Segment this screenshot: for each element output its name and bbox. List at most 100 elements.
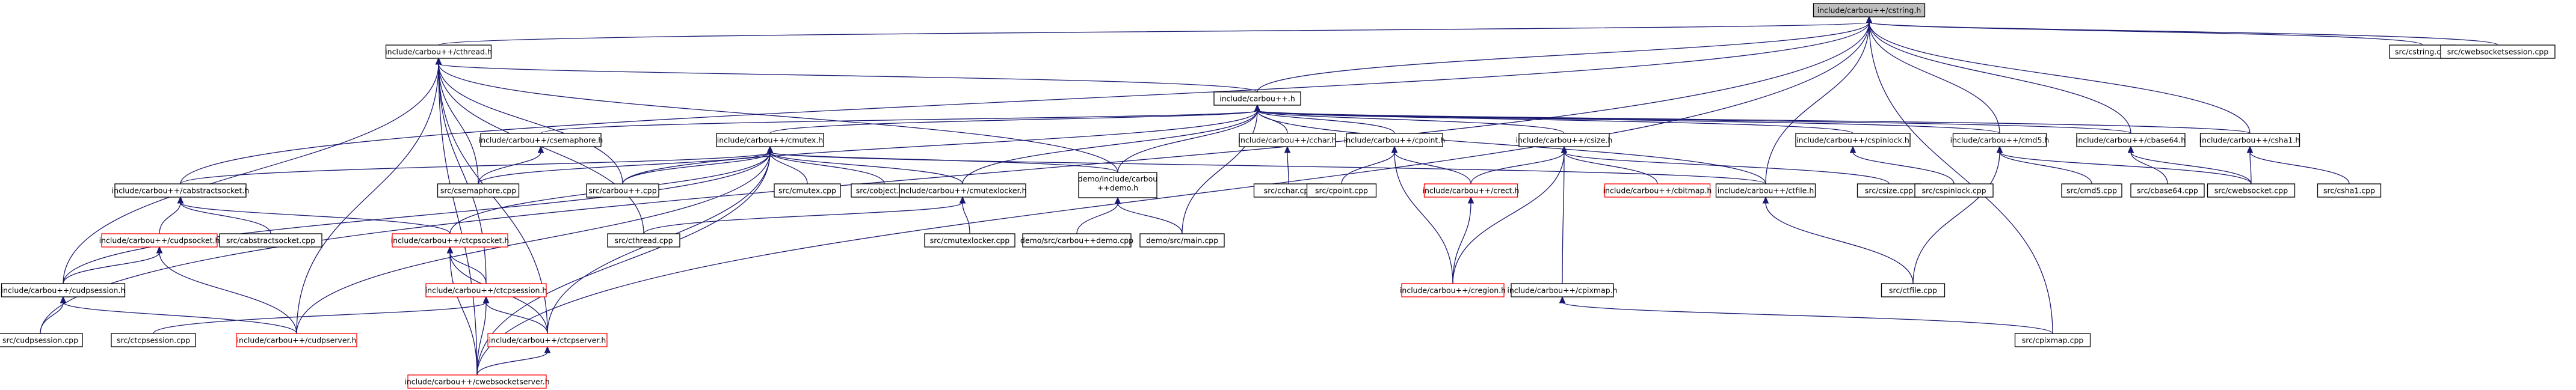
edge-cstring-cpp-to-cstring-h <box>1869 22 2423 46</box>
graph-node-cudpsocket-h[interactable]: include/carbou++/cudpsocket.h <box>99 233 220 248</box>
edge-carbou-cpp-to-cmutex-h <box>622 151 771 184</box>
edge-cudpsession-cpp-to-cudpsession-h <box>40 302 64 334</box>
edge-ctfile-cpp-to-ctfile-h <box>1765 202 1914 284</box>
edge-cchar-cpp-to-cchar-h <box>1287 151 1289 184</box>
graph-node-csemaphore-h[interactable]: include/carbou++/csemaphore.h <box>479 133 603 147</box>
graph-node-csize-cpp[interactable]: src/csize.cpp <box>1857 183 1921 198</box>
graph-node-cthread-h[interactable]: include/carbou++/cthread.h <box>385 44 492 59</box>
graph-node-cwebsocket-cpp[interactable]: src/cwebsocket.cpp <box>2207 183 2296 198</box>
graph-node-cthread-cpp[interactable]: src/cthread.cpp <box>607 233 680 248</box>
graph-node-demo-cpp[interactable]: demo/src/carbou++demo.cpp <box>1020 233 1133 248</box>
edge-demo-main-cpp-to-carbou-h <box>1182 110 1258 234</box>
node-box <box>1604 183 1711 198</box>
node-box <box>425 283 547 297</box>
graph-node-ctcpsocket-h[interactable]: include/carbou++/ctcpsocket.h <box>391 233 510 248</box>
graph-node-cbase64-h[interactable]: include/carbou++/cbase64.h <box>2076 133 2186 147</box>
graph-node-cpixmap-cpp[interactable]: src/cpixmap.cpp <box>2014 333 2091 347</box>
graph-node-cudpserver-h[interactable]: include/carbou++/cudpserver.h <box>236 333 357 347</box>
node-box <box>774 183 841 198</box>
edge-cmutex-h-to-carbou-h <box>769 110 1258 134</box>
graph-node-cpixmap-h[interactable]: include/carbou++/cpixmap.h <box>1507 283 1618 297</box>
edge-cmutexlocker-h-to-carbou-h <box>962 110 1258 184</box>
node-label: include/carbou++/csemaphore.h <box>479 136 603 145</box>
edge-ctfile-cpp-to-cmd5-h <box>1912 151 2000 284</box>
graph-node-cspinlock-h[interactable]: include/carbou++/cspinlock.h <box>1795 133 1911 147</box>
graph-node-cwebsocketsession-cpp[interactable]: src/cwebsocketsession.cpp <box>2440 44 2556 59</box>
node-label-line: demo/include/carbou <box>1078 174 1157 183</box>
graph-node-csha1-cpp[interactable]: src/csha1.cpp <box>2317 183 2382 198</box>
graph-node-csize-h[interactable]: include/carbou++/csize.h <box>1516 133 1613 147</box>
node-label: include/carbou++/cspinlock.h <box>1796 136 1909 145</box>
graph-node-cchar-h[interactable]: include/carbou++/cchar.h <box>1238 133 1337 147</box>
edge-cwebsocket-cpp-to-cmd5-h <box>1999 151 2252 184</box>
graph-node-csha1-h[interactable]: include/carbou++/csha1.h <box>2200 133 2300 147</box>
graph-node-cmd5-h[interactable]: include/carbou++/cmd5.h <box>1950 133 2050 147</box>
graph-node-ctcpsession-cpp[interactable]: src/ctcpsession.cpp <box>111 333 196 347</box>
graph-node-cwebsocketserver-h[interactable]: include/carbou++/cwebsocketserver.h <box>404 374 550 389</box>
graph-node-cmutex-cpp[interactable]: src/cmutex.cpp <box>774 183 841 198</box>
node-label: include/carbou++/cbitmap.h <box>1603 186 1712 195</box>
edge-cwebsocketserver-h-to-ctcpserver-h <box>476 352 548 376</box>
node-box <box>2076 133 2186 147</box>
graph-node-cpoint-h[interactable]: include/carbou++/cpoint.h <box>1344 133 1445 147</box>
node-label-line: ++demo.h <box>1097 183 1138 192</box>
graph-node-cbase64-cpp[interactable]: src/cbase64.cpp <box>2130 183 2205 198</box>
graph-node-cudpsession-cpp[interactable]: src/cudpsession.cpp <box>0 333 83 347</box>
graph-node-csemaphore-cpp[interactable]: src/csemaphore.cpp <box>437 183 520 198</box>
edge-cudpsession-h-to-cudpsocket-h <box>63 252 160 284</box>
edge-cwebsocket-cpp-to-cbase64-h <box>2130 151 2252 184</box>
node-box <box>2199 133 2300 147</box>
graph-node-cregion-h[interactable]: include/carbou++/cregion.h <box>1400 283 1506 297</box>
graph-node-carbou-h[interactable]: include/carbou++.h <box>1213 91 1301 106</box>
graph-node-cmd5-cpp[interactable]: src/cmd5.cpp <box>2061 183 2122 198</box>
node-label: include/carbou++.h <box>1219 94 1295 103</box>
edge-arrowhead <box>544 346 551 353</box>
graph-node-cchar-cpp[interactable]: src/cchar.cpp <box>1253 183 1324 198</box>
edge-arrowhead <box>959 196 966 204</box>
graph-node-cmutex-h[interactable]: include/carbou++/cmutex.h <box>716 133 824 147</box>
graph-node-cpoint-cpp[interactable]: src/cpoint.cpp <box>1306 183 1377 198</box>
graph-node-cmutexlocker-cpp[interactable]: src/cmutexlocker.cpp <box>924 233 1015 248</box>
node-label: include/carbou++/ctfile.h <box>1718 186 1814 195</box>
edge-cmd5-h-to-cstring-h <box>1869 22 2000 134</box>
node-label: src/ctcpsession.cpp <box>117 336 190 345</box>
node-label: src/carbou++.cpp <box>588 186 656 195</box>
edge-arrowhead <box>1559 296 1566 303</box>
edge-ctcpsession-h-to-ctcpsocket-h <box>449 252 487 284</box>
graph-node-cudpsession-h[interactable]: include/carbou++/cudpsession.h <box>1 283 126 297</box>
node-box <box>2061 183 2122 198</box>
edge-arrowhead <box>1467 196 1474 204</box>
graph-node-demo-h[interactable]: demo/include/carbou++demo.h <box>1078 172 1157 198</box>
node-label: include/carbou++/cbase64.h <box>2076 136 2186 145</box>
edge-ctcpsession-cpp-to-ctcpsession-h <box>153 302 487 334</box>
graph-node-cbitmap-h[interactable]: include/carbou++/cbitmap.h <box>1603 183 1712 198</box>
node-box <box>2440 44 2556 59</box>
edge-ctcpsocket-h-to-cabstractsocket-h <box>180 202 451 234</box>
node-label: src/cmutexlocker.cpp <box>930 236 1009 245</box>
graph-node-cabstractsocket-h[interactable]: include/carbou++/cabstractsocket.h <box>112 183 250 198</box>
graph-node-ctfile-cpp[interactable]: src/ctfile.cpp <box>1881 283 1946 297</box>
graph-node-crect-h[interactable]: include/carbou++/crect.h <box>1423 183 1520 198</box>
edge-csemaphore-cpp-to-csemaphore-h <box>478 151 541 184</box>
edge-arrowhead <box>482 296 490 303</box>
graph-node-ctcpsession-h[interactable]: include/carbou++/ctcpsession.h <box>425 283 547 297</box>
graph-node-cspinlock-cpp[interactable]: src/cspinlock.cpp <box>1914 183 1994 198</box>
graph-node-ctcpserver-h[interactable]: include/carbou++/ctcpserver.h <box>487 333 608 347</box>
edge-arrowhead <box>2246 145 2254 153</box>
node-box <box>2014 333 2091 347</box>
edge-arrowhead <box>1762 196 1769 204</box>
graph-node-demo-main-cpp[interactable]: demo/src/main.cpp <box>1139 233 1225 248</box>
edge-carbou-cpp-to-cthread-h <box>438 63 623 184</box>
graph-node-cstring-h: include/carbou++/cstring.h <box>1813 3 1926 17</box>
graph-node-ctfile-h[interactable]: include/carbou++/ctfile.h <box>1715 183 1816 198</box>
node-box <box>1 283 126 297</box>
edge-cudpserver-h-to-cudpsession-h <box>63 302 297 334</box>
graph-node-cmutexlocker-h[interactable]: include/carbou++/cmutexlocker.h <box>899 183 1027 198</box>
edge-arrowhead <box>1114 197 1121 204</box>
edge-cudpserver-h-to-cthread-h <box>296 63 439 334</box>
edge-arrowhead <box>435 57 442 65</box>
edge-demo-h-to-carbou-h <box>1117 110 1258 173</box>
edge-ctcpserver-h-to-ctcpsession-h <box>485 302 548 334</box>
graph-node-carbou-cpp[interactable]: src/carbou++.cpp <box>586 183 659 198</box>
graph-node-cabstractsocket-cpp[interactable]: src/cabstractsocket.cpp <box>219 233 322 248</box>
